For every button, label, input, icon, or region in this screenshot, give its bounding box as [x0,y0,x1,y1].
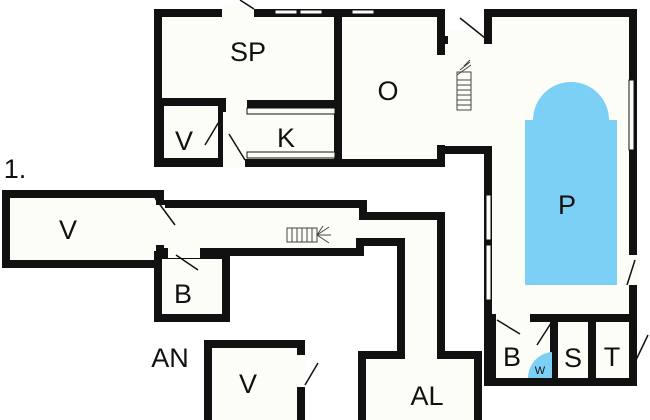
label-b-right: B [503,342,521,372]
staircase-icon [456,59,472,111]
top-building [154,0,445,168]
right-building [436,9,649,386]
label-v-top: V [175,126,193,156]
corridor [156,200,482,420]
staircase-icon [286,225,331,244]
label-w: W [535,365,546,377]
room-v-top [156,98,226,166]
window [274,9,298,15]
window [299,9,323,15]
room-o [334,9,445,167]
label-o: O [377,76,398,106]
room-t [588,314,637,386]
label-t: T [604,342,621,372]
floor-label: 1. [4,154,27,184]
room-v-left [2,190,164,268]
label-sp: SP [230,37,266,67]
label-s: S [564,343,582,373]
lower-wing [2,190,482,420]
annex-label: AN [151,343,189,373]
door-v [223,112,245,168]
label-al: AL [410,381,443,411]
label-v-left: V [59,215,77,245]
window [351,9,375,15]
door-top [222,4,254,18]
label-k: K [277,123,295,153]
label-p: P [558,190,576,220]
label-b-left: B [174,279,192,309]
label-v-annex: V [239,369,257,399]
wc-icon [527,352,552,378]
